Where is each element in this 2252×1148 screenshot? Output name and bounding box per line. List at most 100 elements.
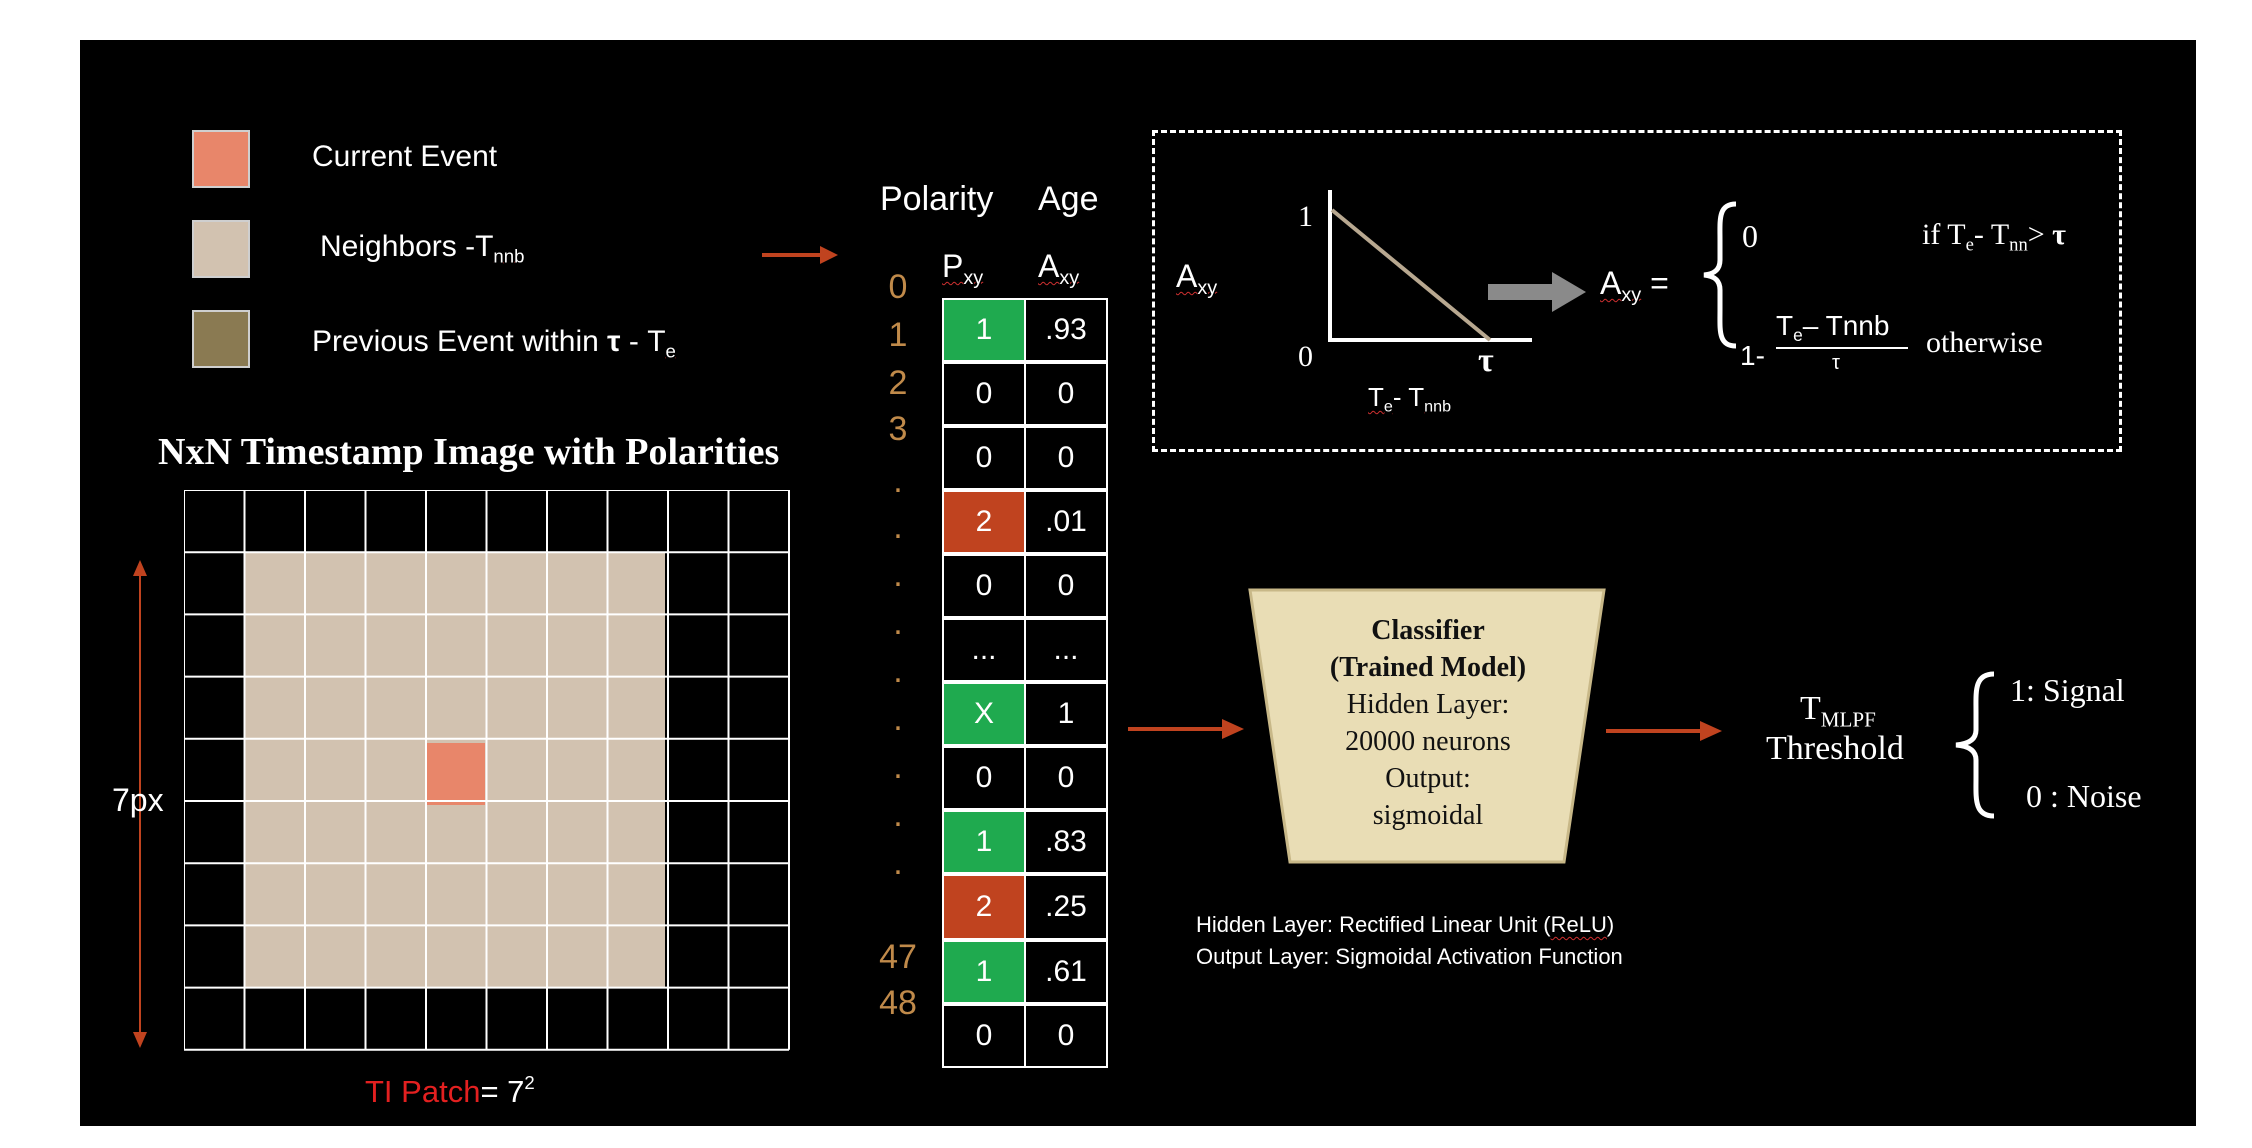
formula-lhs: Axy = bbox=[1600, 265, 1669, 307]
row-index: . bbox=[893, 604, 903, 642]
grid-lines bbox=[184, 490, 790, 1051]
row-index: . bbox=[893, 652, 903, 690]
legend-previous-text: Previous Event within bbox=[312, 325, 608, 358]
table-cell-age: 0 bbox=[1024, 554, 1108, 618]
table-cell-age: 0 bbox=[1024, 746, 1108, 810]
threshold-symbol: TMLPF bbox=[1800, 690, 1876, 732]
formula-lhs-sub: xy bbox=[1621, 283, 1642, 306]
patch-label: TI Patch= 72 bbox=[365, 1072, 535, 1110]
table-cell-age: 0 bbox=[1024, 426, 1108, 490]
table-cell-age: .83 bbox=[1024, 810, 1108, 874]
classifier-text: Classifier (Trained Model) Hidden Layer:… bbox=[1268, 612, 1588, 834]
legend-previous-swatch bbox=[192, 310, 250, 368]
col-polarity-header: Polarity bbox=[880, 180, 994, 218]
threshold-t: T bbox=[1800, 690, 1821, 727]
patch-label-text: TI Patch bbox=[365, 1074, 481, 1110]
table-cell-age: 0 bbox=[1024, 1004, 1108, 1068]
patch-label-eq: = 7 bbox=[480, 1074, 525, 1110]
classifier-hidden-value: 20000 neurons bbox=[1345, 726, 1511, 757]
pxy-sub: xy bbox=[963, 266, 984, 289]
legend-previous-tail: - T bbox=[620, 325, 666, 358]
table-cell-polarity: 2 bbox=[942, 490, 1026, 554]
note-hidden-pre: Hidden Layer: Rectified Linear Unit ( bbox=[1196, 912, 1551, 937]
case1-value: 0 bbox=[1742, 218, 1758, 254]
col-pxy-symbol: Pxy bbox=[942, 248, 983, 290]
table-cell-polarity: 1 bbox=[942, 298, 1026, 362]
table-cell-age: .01 bbox=[1024, 490, 1108, 554]
row-index: . bbox=[893, 462, 903, 500]
arrow-classifier-to-threshold bbox=[1606, 721, 1722, 741]
case2-num-rest: – Tnnb bbox=[1802, 310, 1890, 341]
diagram-panel: Current Event Neighbors -Tnnb Previous E… bbox=[80, 40, 2196, 1126]
row-index: . bbox=[893, 700, 903, 738]
table-cell-age: 1 bbox=[1024, 682, 1108, 746]
plot-x-tau: τ bbox=[1478, 342, 1494, 379]
table-cell-polarity: 1 bbox=[942, 810, 1026, 874]
patch-label-exp: 2 bbox=[524, 1072, 535, 1093]
row-index: 0 bbox=[888, 268, 908, 306]
plot-y-label-a: A bbox=[1176, 258, 1198, 294]
classifier-title: Classifier bbox=[1371, 615, 1485, 646]
table-cell-age: .93 bbox=[1024, 298, 1108, 362]
grid-title: NxN Timestamp Image with Polarities bbox=[158, 431, 780, 473]
case2-fraction-bar bbox=[1776, 347, 1908, 349]
col-axy-symbol: Axy bbox=[1038, 248, 1079, 290]
row-index: 1 bbox=[888, 316, 908, 354]
case2-denominator: τ bbox=[1832, 352, 1840, 374]
classifier-hidden-label: Hidden Layer: bbox=[1346, 689, 1510, 720]
arrow-legend-to-table bbox=[762, 246, 838, 264]
table-cell-age: 0 bbox=[1024, 362, 1108, 426]
row-index: 48 bbox=[879, 984, 917, 1022]
case2-prefix: 1- bbox=[1740, 340, 1765, 371]
arrow-head bbox=[1222, 719, 1244, 739]
formula-lhs-eq: = bbox=[1641, 265, 1669, 301]
threshold-label: Threshold bbox=[1766, 730, 1904, 767]
legend-neighbor-text: Neighbors -T bbox=[320, 230, 494, 263]
timestamp-grid bbox=[184, 490, 790, 1051]
grey-arrow-shaft bbox=[1488, 284, 1554, 300]
plot-y-bottom: 0 bbox=[1298, 340, 1313, 373]
classifier-output-label: Output: bbox=[1385, 763, 1471, 794]
plot-decay-line bbox=[1330, 208, 1492, 342]
row-index: . bbox=[893, 796, 903, 834]
age-decay-plot bbox=[1328, 190, 1532, 342]
table-cell-polarity: 0 bbox=[942, 746, 1026, 810]
case1-tau: τ bbox=[2052, 218, 2066, 251]
table-cell-polarity: 2 bbox=[942, 874, 1026, 940]
plot-y-label: Axy bbox=[1176, 258, 1217, 300]
classifier-output-value: sigmoidal bbox=[1372, 800, 1484, 831]
formula-lhs-a: A bbox=[1600, 265, 1622, 301]
grey-arrow-head bbox=[1552, 272, 1586, 312]
arrow-head bbox=[820, 246, 838, 264]
threshold-brace-path bbox=[1955, 671, 1995, 819]
case1-minus: - T bbox=[1973, 218, 2010, 251]
case1-condition: if Te- Tnn> τ bbox=[1922, 218, 2066, 257]
plot-x-label-sub-e: e bbox=[1383, 397, 1393, 416]
threshold-signal: 1: Signal bbox=[2010, 672, 2125, 708]
case2-numerator: Te– Tnnb bbox=[1776, 310, 1889, 346]
threshold-noise: 0 : Noise bbox=[2026, 778, 2142, 814]
row-index: . bbox=[893, 844, 903, 882]
dimension-arrowhead-top bbox=[133, 560, 147, 576]
formula-brace-path bbox=[1703, 201, 1737, 349]
row-index: . bbox=[893, 556, 903, 594]
table-cell-polarity: ... bbox=[942, 618, 1026, 682]
axy-sub: xy bbox=[1059, 266, 1080, 289]
formula-box bbox=[1152, 130, 2122, 452]
legend-neighbor-sub: nnb bbox=[493, 245, 525, 267]
legend-previous-sub: e bbox=[665, 340, 676, 362]
legend-current-label: Current Event bbox=[312, 140, 498, 173]
legend-previous-tau: τ bbox=[607, 325, 621, 358]
threshold-sub: MLPF bbox=[1820, 707, 1876, 732]
note-hidden-layer: Hidden Layer: Rectified Linear Unit (ReL… bbox=[1196, 912, 1614, 938]
table-cell-age: .61 bbox=[1024, 940, 1108, 1004]
plot-y-top: 1 bbox=[1298, 200, 1313, 233]
note-hidden-relu: ReLU bbox=[1550, 912, 1607, 937]
vertical-dimension-arrow bbox=[133, 560, 147, 1048]
note-hidden-post: ) bbox=[1606, 912, 1615, 937]
pxy-p: P bbox=[942, 248, 964, 284]
row-index: 47 bbox=[879, 938, 917, 976]
current-event-cell bbox=[425, 743, 485, 805]
axy-a: A bbox=[1038, 248, 1060, 284]
note-output-layer: Output Layer: Sigmoidal Activation Funct… bbox=[1196, 944, 1623, 969]
